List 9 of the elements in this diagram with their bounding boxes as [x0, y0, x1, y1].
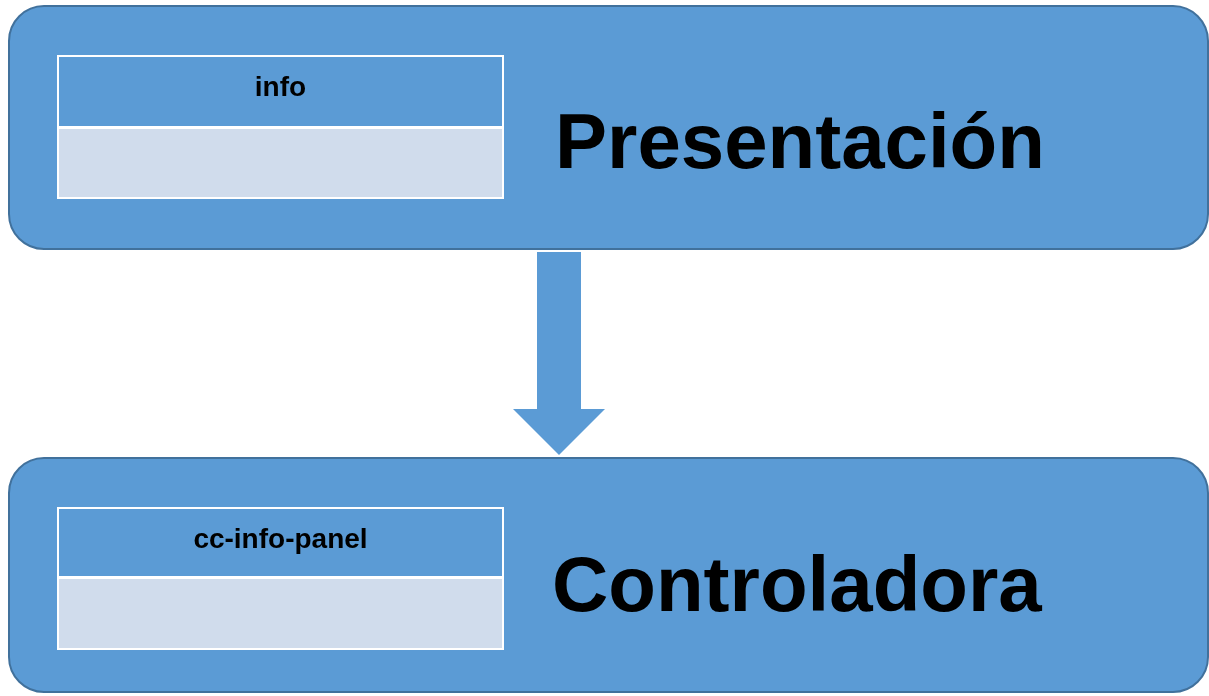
layer-title: Presentación [555, 102, 1045, 180]
component-name: cc-info-panel [192, 523, 369, 555]
component-name: info [253, 71, 308, 103]
component-table [57, 507, 504, 650]
layer-box [8, 5, 1209, 250]
component-table [57, 55, 504, 199]
layer-title: Controladora [552, 545, 1042, 623]
layer-box [8, 457, 1209, 693]
block-arrow [513, 252, 605, 455]
